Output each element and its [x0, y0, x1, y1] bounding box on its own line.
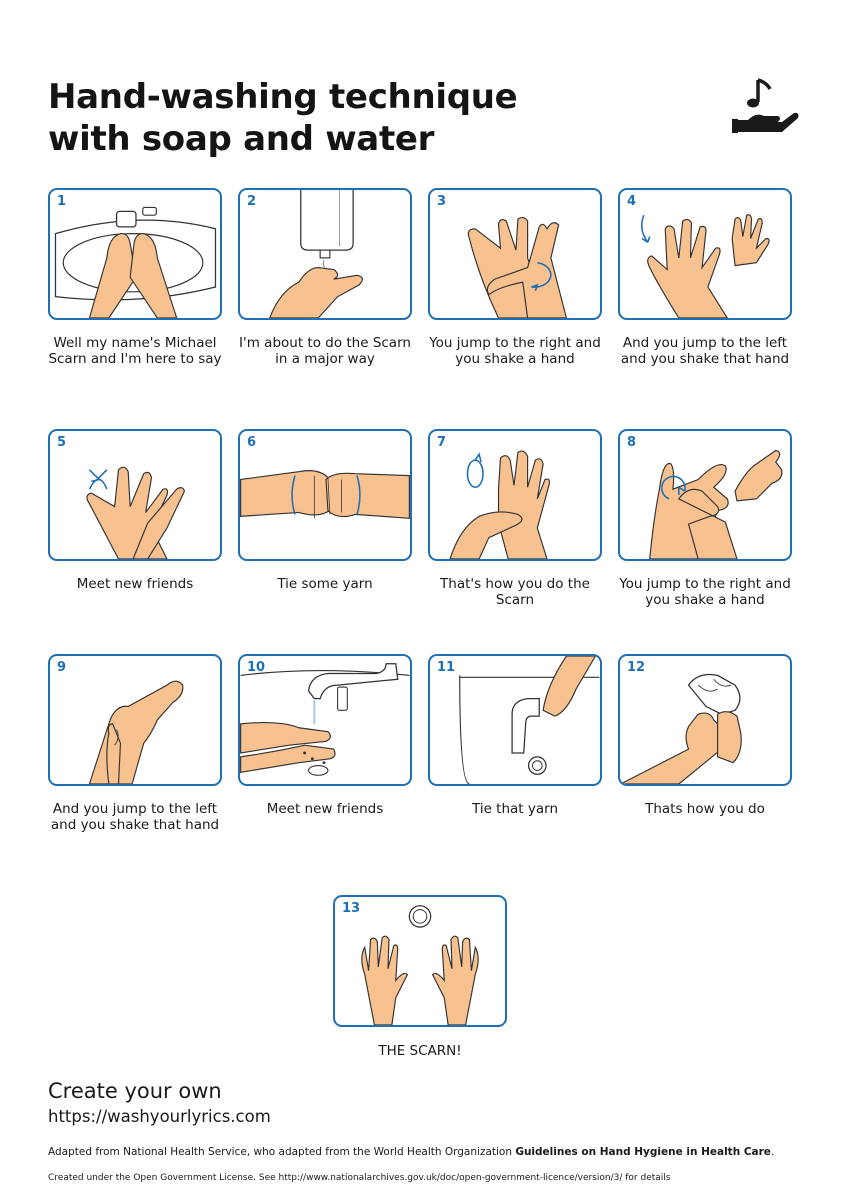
step-1-panel: 1	[48, 188, 222, 320]
attribution-prefix: Adapted from National Health Service, wh…	[48, 1146, 516, 1158]
step-number: 12	[627, 660, 646, 675]
interlocked-fingers-illustration	[240, 470, 410, 519]
step-9-caption: And you jump to the left and you shake t…	[50, 801, 220, 833]
step-number: 3	[437, 194, 447, 209]
soap-dispenser-illustration	[269, 190, 363, 318]
step-1-caption: Well my name's Michael Scarn and I'm her…	[48, 335, 222, 367]
website-link[interactable]: https://washyourlyrics.com	[48, 1107, 271, 1126]
title-line-1: Hand-washing technique	[48, 77, 518, 117]
step-number: 2	[247, 194, 257, 209]
step-4-panel: 4	[618, 188, 792, 320]
step-number: 7	[437, 435, 447, 450]
palm-rub-illustration	[88, 680, 184, 784]
step-7-caption: That's how you do the Scarn	[440, 576, 590, 608]
attribution-text: Adapted from National Health Service, wh…	[48, 1146, 808, 1159]
turn-off-tap-illustration	[459, 656, 600, 784]
step-11-panel: 11	[428, 654, 602, 786]
attribution-suffix: .	[770, 1146, 775, 1158]
step-number: 8	[627, 435, 637, 450]
palm-to-palm-illustration	[467, 216, 567, 318]
step-8-panel: 8	[618, 429, 792, 561]
step-2-caption: I'm about to do the Scarn in a major way	[239, 335, 411, 367]
step-13-caption: THE SCARN!	[378, 1043, 462, 1059]
sink-tap-illustration	[54, 206, 217, 318]
page-title: Hand-washing technique with soap and wat…	[48, 76, 518, 160]
interlaced-fingers-illustration	[86, 466, 186, 559]
step-number: 4	[627, 194, 637, 209]
step-6-caption: Tie some yarn	[277, 576, 373, 592]
step-number: 6	[247, 435, 257, 450]
step-13-panel: 13	[333, 895, 507, 1027]
license-text: Created under the Open Government Licens…	[48, 1173, 671, 1183]
step-2-panel: 2	[238, 188, 412, 320]
hand-with-music-note-icon	[732, 78, 799, 133]
step-number: 11	[437, 660, 456, 675]
step-5-caption: Meet new friends	[76, 576, 194, 592]
step-number: 13	[342, 901, 361, 916]
step-number: 1	[57, 194, 67, 209]
step-3-caption: You jump to the right and you shake a ha…	[429, 335, 601, 367]
step-9-panel: 9	[48, 654, 222, 786]
step-number: 5	[57, 435, 67, 450]
step-number: 9	[57, 660, 67, 675]
step-7-panel: 7	[428, 429, 602, 561]
step-5-panel: 5	[48, 429, 222, 561]
thumb-rub-illustration	[449, 450, 551, 559]
step-6-panel: 6	[238, 429, 412, 561]
attribution-guidelines-title: Guidelines on Hand Hygiene in Health Car…	[515, 1146, 771, 1158]
clean-hands-illustration	[361, 905, 479, 1025]
step-12-panel: 12	[618, 654, 792, 786]
step-10-caption: Meet new friends	[266, 801, 384, 817]
step-10-panel: 10	[238, 654, 412, 786]
create-your-own-heading: Create your own	[48, 1079, 222, 1103]
step-4-caption: And you jump to the left and you shake t…	[620, 335, 790, 367]
step-3-panel: 3	[428, 188, 602, 320]
title-line-2: with soap and water	[48, 119, 435, 159]
step-11-caption: Tie that yarn	[471, 801, 559, 817]
step-8-caption: You jump to the right and you shake a ha…	[619, 576, 791, 608]
back-of-hands-illustration	[640, 214, 770, 318]
step-number: 10	[247, 660, 266, 675]
rinse-under-tap-illustration	[240, 663, 410, 776]
fingertips-palm-illustration	[649, 449, 783, 559]
dry-with-towel-illustration	[620, 673, 742, 784]
step-12-caption: Thats how you do	[645, 801, 765, 817]
